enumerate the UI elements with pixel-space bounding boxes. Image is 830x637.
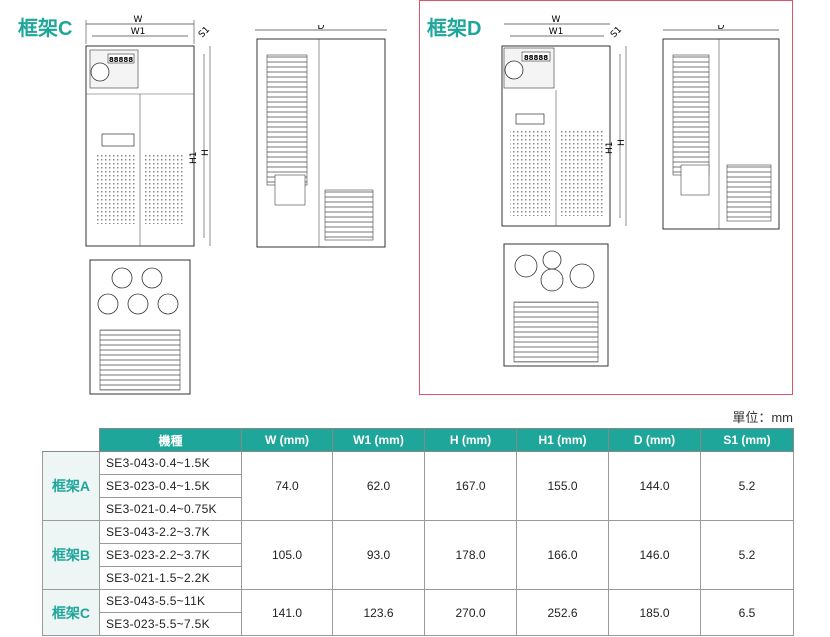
w-cell: 141.0	[241, 589, 333, 636]
display-digits: 88888	[524, 54, 548, 62]
frame-c-bottom-view	[89, 259, 191, 395]
display-digits: 88888	[109, 56, 133, 64]
table-header-row: 機種 W (mm) W1 (mm) H (mm) H1 (mm) D (mm) …	[42, 428, 794, 452]
model-cell: SE3-043-5.5~11K	[99, 589, 242, 613]
w1-cell: 62.0	[332, 451, 425, 521]
dim-w1-label: W1	[549, 27, 564, 37]
header-d: D (mm)	[608, 428, 701, 452]
model-cell: SE3-023-0.4~1.5K	[99, 474, 242, 498]
model-cell: SE3-043-0.4~1.5K	[99, 451, 242, 475]
dial-icon	[90, 62, 110, 82]
model-cell: SE3-021-0.4~0.75K	[99, 497, 242, 521]
model-cell: SE3-023-5.5~7.5K	[99, 612, 242, 636]
spec-table: 機種 W (mm) W1 (mm) H (mm) H1 (mm) D (mm) …	[42, 428, 794, 636]
header-s1: S1 (mm)	[700, 428, 794, 452]
header-blank	[42, 428, 100, 452]
model-cell: SE3-021-1.5~2.2K	[99, 566, 242, 590]
header-w: W (mm)	[241, 428, 333, 452]
frame-d-front-view: W W1 S1 88888 H1 H	[501, 15, 627, 227]
table-row: SE3-023-0.4~1.5K	[43, 474, 794, 498]
w-cell: 105.0	[241, 520, 333, 590]
h-cell: 270.0	[424, 589, 517, 636]
table-row: 框架C SE3-043-5.5~11K 141.0 123.6 270.0 25…	[42, 589, 794, 636]
s1-cell: 6.5	[700, 589, 794, 636]
table-row: 框架A SE3-043-0.4~1.5K 74.0 62.0 167.0 155…	[42, 451, 794, 521]
w1-cell: 93.0	[332, 520, 425, 590]
s1-cell: 5.2	[700, 451, 794, 521]
dim-d-label: D	[718, 25, 725, 32]
w1-cell: 123.6	[332, 589, 425, 636]
d-cell: 185.0	[608, 589, 701, 636]
frame-a-cell: 框架A	[42, 451, 100, 521]
frame-d-highlight-box	[419, 0, 793, 395]
dim-s1-label: S1	[197, 25, 212, 40]
dim-h1-label: H1	[189, 152, 199, 165]
h1-cell: 166.0	[516, 520, 609, 590]
frame-d-bottom-view	[503, 243, 609, 367]
table-row: 框架B SE3-043-2.2~3.7K 105.0 93.0 178.0 16…	[42, 520, 794, 590]
header-h: H (mm)	[424, 428, 517, 452]
d-cell: 144.0	[608, 451, 701, 521]
model-cell: SE3-023-2.2~3.7K	[99, 543, 242, 567]
frame-d-side-view: D	[662, 25, 780, 230]
table-row: SE3-021-1.5~2.2K	[43, 566, 794, 590]
h-cell: 167.0	[424, 451, 517, 521]
h-cell: 178.0	[424, 520, 517, 590]
dim-h-label: H	[201, 149, 211, 156]
frame-c-side-view: D	[255, 25, 387, 248]
w-cell: 74.0	[241, 451, 333, 521]
header-model: 機種	[99, 428, 242, 452]
dim-d-label: D	[318, 25, 325, 32]
frame-c-front-view: W W1 S1 88888 H1 H	[85, 15, 212, 247]
frame-d-title: 框架D	[427, 18, 482, 40]
model-cell: SE3-043-2.2~3.7K	[99, 520, 242, 544]
s1-cell: 5.2	[700, 520, 794, 590]
dim-w-label: W	[134, 15, 143, 25]
d-cell: 146.0	[608, 520, 701, 590]
frame-b-cell: 框架B	[42, 520, 100, 590]
frame-c-title: 框架C	[18, 18, 73, 40]
header-h1: H1 (mm)	[516, 428, 609, 452]
table-row: SE3-023-5.5~7.5K	[43, 612, 794, 636]
h1-cell: 252.6	[516, 589, 609, 636]
dim-h1-label: H1	[605, 142, 615, 155]
dim-s1-label: S1	[609, 25, 624, 40]
dim-h-label: H	[617, 139, 627, 146]
unit-label: 單位：mm	[732, 410, 793, 425]
frame-c-cell: 框架C	[42, 589, 100, 636]
h1-cell: 155.0	[516, 451, 609, 521]
table-row: SE3-023-2.2~3.7K	[43, 543, 794, 567]
dim-w-label: W	[552, 15, 561, 25]
dial-icon	[504, 60, 524, 80]
dim-w1-label: W1	[131, 27, 146, 37]
header-w1: W1 (mm)	[332, 428, 425, 452]
